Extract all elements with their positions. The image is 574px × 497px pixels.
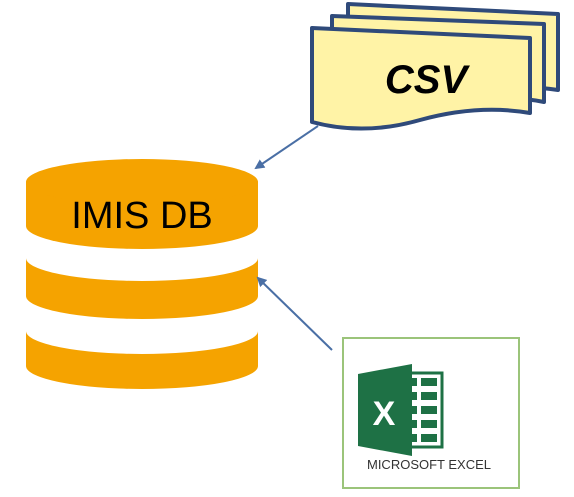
database-segment-middle <box>26 258 258 319</box>
arrow-csv-to-database <box>254 125 319 170</box>
arrow-excel-to-database <box>256 276 333 351</box>
excel-caption: MICROSOFT EXCEL <box>367 457 491 472</box>
excel-logo-letter: X <box>373 395 396 433</box>
database-segment-bottom <box>26 331 258 389</box>
database-label: IMIS DB <box>71 195 212 237</box>
excel-box: X MICROSOFT EXCEL <box>342 337 520 489</box>
excel-logo-icon: X <box>358 364 444 456</box>
csv-label: CSV <box>385 58 471 102</box>
database-cylinder-icon: IMIS DB <box>26 159 258 389</box>
csv-document-front <box>310 26 532 131</box>
stacked-documents-icon: CSV <box>310 2 560 131</box>
database-segment-top <box>26 159 258 249</box>
